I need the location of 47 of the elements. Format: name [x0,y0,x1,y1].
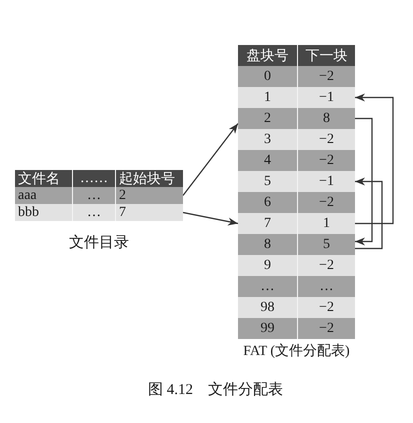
block-number: 2 [263,110,272,128]
table-row [238,171,355,192]
table-row [238,66,355,87]
file-name: aaa [17,187,38,204]
block-number: … [260,278,276,296]
table-row [238,213,355,234]
arrow [182,212,238,226]
block-number: 1 [263,88,272,106]
table-row [238,234,355,255]
table-row [238,255,355,276]
block-number: 99 [260,320,276,338]
block-number: 8 [263,236,272,254]
block-number: 7 [263,214,272,232]
next-block-number: −2 [297,318,355,339]
column-header: 盘块号 [246,48,290,66]
table-row [238,318,355,339]
table-title: FAT (文件分配表) [243,342,350,360]
file-name: bbb [17,204,40,221]
block-number: 9 [263,256,272,274]
arrow [355,118,373,246]
column-header: 文件名 [17,170,61,187]
table-row [15,204,183,221]
table-row [238,276,355,297]
block-number: 3 [263,130,272,148]
block-number: 0 [263,68,272,86]
block-number: 98 [260,298,276,316]
table-row [238,108,355,129]
block-number: 4 [263,152,272,170]
table-row [238,192,355,213]
table-header-row [238,45,355,66]
table-title: 文件目录 [69,234,129,252]
table-row [238,87,355,108]
arrow [355,94,394,224]
ellipsis: … [72,204,115,221]
block-number: 5 [263,172,272,190]
figure-caption: 图 4.12 文件分配表 [148,380,283,399]
table-header-row [15,170,183,187]
start-block-number: 7 [115,204,183,221]
arrow [182,123,238,196]
table-row [238,150,355,171]
block-number: 6 [263,194,272,212]
table-row [238,297,355,318]
fat-table [238,45,355,360]
arrow [355,178,383,250]
file-directory-table [15,170,183,252]
table-row [15,187,183,204]
table-row [238,129,355,150]
